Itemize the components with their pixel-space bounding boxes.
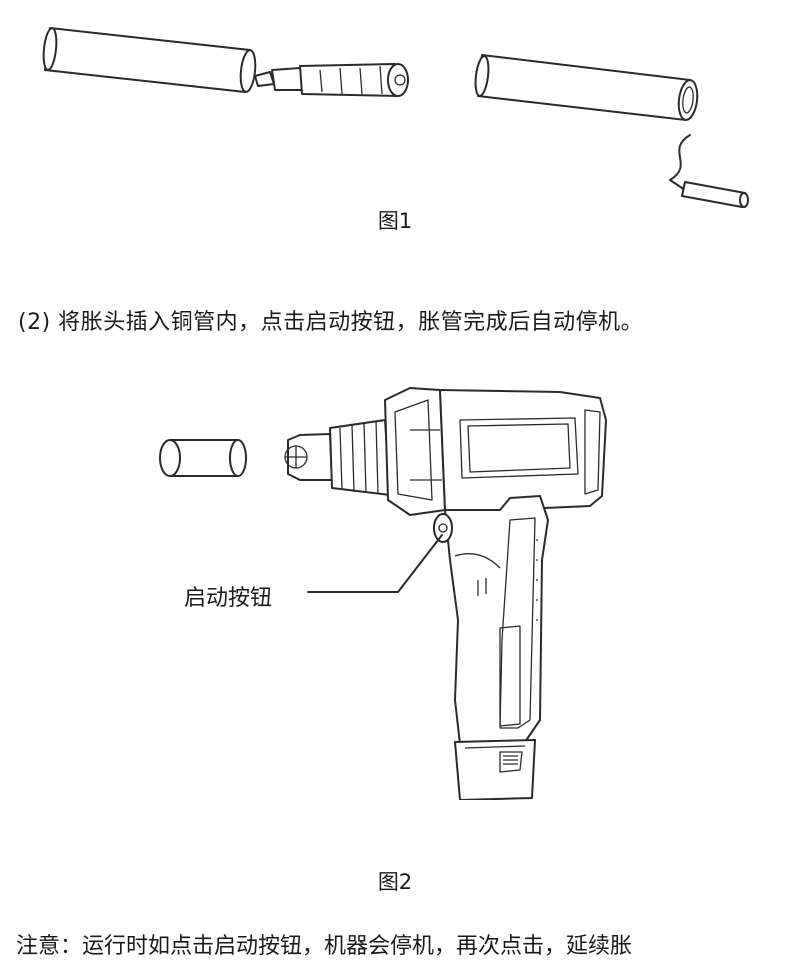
figure-2-illustration [159,387,607,800]
expander-head [254,63,409,97]
figure-2-caption: 图2 [377,870,413,894]
copper-pipe-right [474,54,699,121]
figure-1-caption: 图1 [377,209,413,233]
expander-tool [284,387,607,800]
step-2-instruction: (2) 将胀头插入铜管内，点击启动按钮，胀管完成后自动停机。 [18,310,644,335]
note-text: 注意：运行时如点击启动按钮，机器会停机，再次点击，延续胀 [16,934,633,959]
copper-pipe [159,439,247,477]
copper-pipe-left [42,27,257,93]
bent-tube [669,134,749,208]
callout-leader-line [307,534,443,593]
start-button-label: 启动按钮 [184,586,273,611]
start-button [433,513,453,543]
figure-1-illustration [42,27,749,208]
